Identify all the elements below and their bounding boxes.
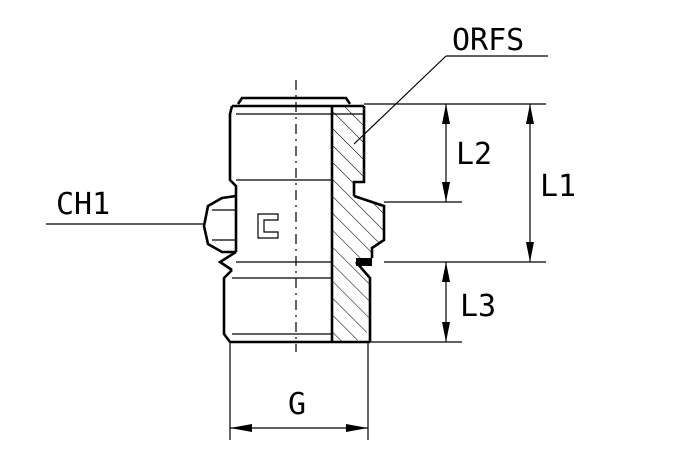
l1-label: L1 bbox=[540, 169, 576, 204]
g-label: G bbox=[288, 387, 306, 422]
orfs-callout bbox=[353, 55, 548, 145]
section-hatching bbox=[332, 106, 384, 342]
lower-body bbox=[222, 258, 372, 344]
l1-dimension bbox=[526, 104, 534, 262]
l3-label: L3 bbox=[460, 289, 496, 324]
l2-dimension bbox=[442, 104, 450, 202]
upper-body bbox=[228, 96, 366, 342]
l2-label: L2 bbox=[456, 137, 492, 172]
l3-dimension bbox=[442, 262, 450, 342]
g-dimension bbox=[230, 424, 368, 432]
hex-body bbox=[202, 194, 386, 272]
extension-lines bbox=[229, 103, 546, 440]
orfs-label: ORFS bbox=[452, 23, 524, 58]
ch1-label: CH1 bbox=[56, 187, 110, 222]
